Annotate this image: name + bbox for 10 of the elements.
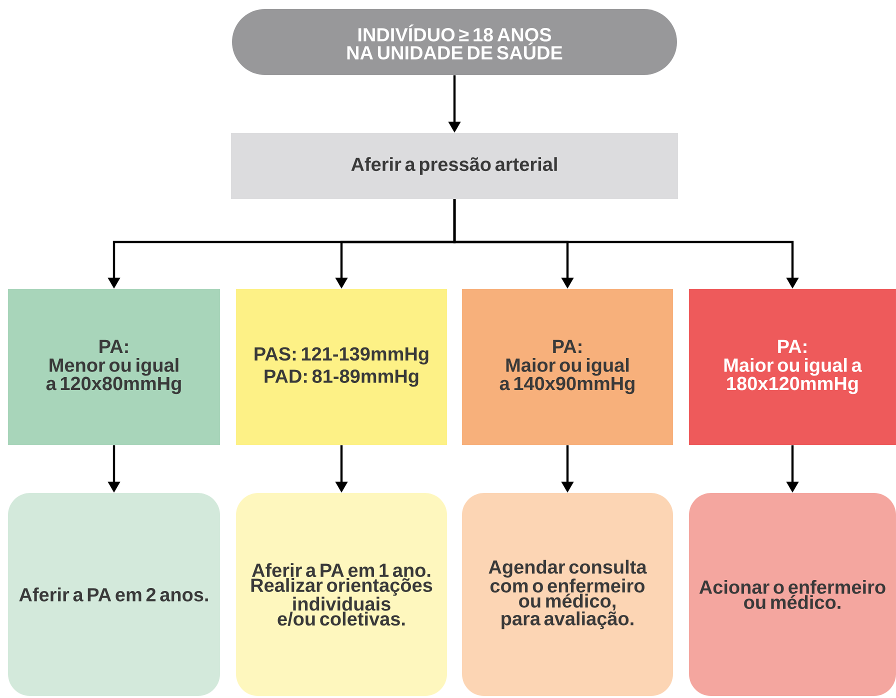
process-box: Aferir a pressão arterial: [231, 132, 678, 199]
action-box: Acionar o enfermeiro ou médico.: [689, 492, 896, 696]
action-box: Aferir a PA em 1 ano. Realizar orientações individuais e/ou coletivas.: [236, 492, 447, 696]
condition-box: PA: Maior ou igual a 180x120mmHg: [689, 289, 896, 445]
action-box: Aferir a PA em 2 anos.: [8, 492, 220, 696]
action-box: Agendar consulta com o enfermeiro ou médico, para avaliação.: [462, 492, 673, 696]
start-pill: INDIVÍDUO ≥ 18 ANOS NA UNIDADE DE SAÚDE: [232, 9, 677, 75]
condition-box: PA: Menor ou igual a 120x80mmHg: [8, 289, 220, 445]
condition-box: PAS: 121-139mmHg PAD: 81-89mmHg: [236, 289, 447, 445]
condition-box: PA: Maior ou igual a 140x90mmHg: [462, 289, 673, 445]
